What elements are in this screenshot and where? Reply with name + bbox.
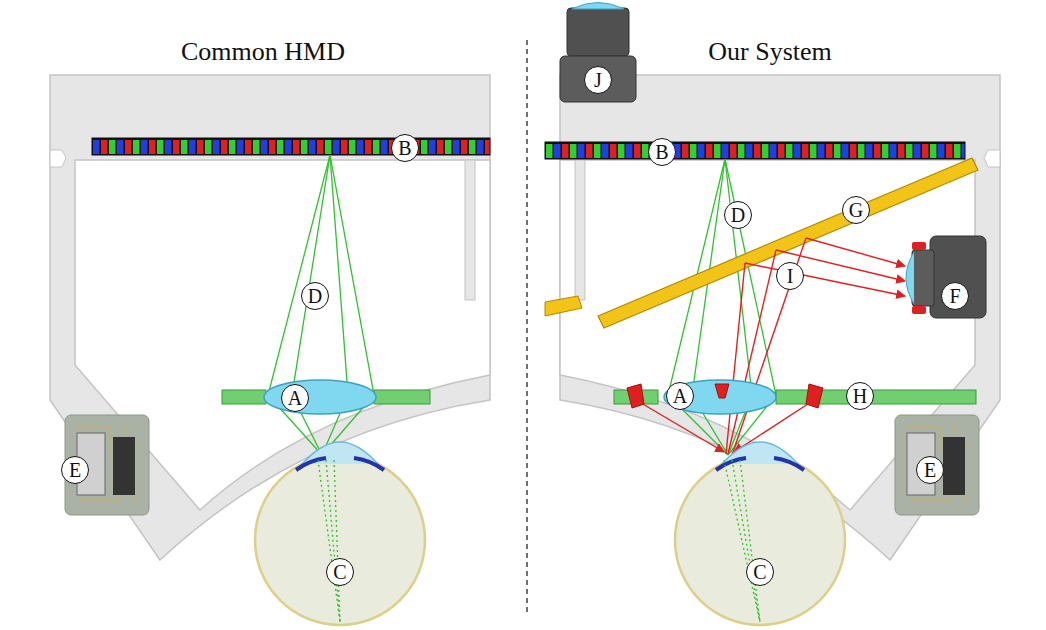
callout-circle: E	[61, 456, 89, 484]
callout-letter: B	[398, 138, 411, 158]
callout-circle: E	[916, 456, 944, 484]
eye	[255, 442, 425, 625]
callout-letter: A	[673, 386, 687, 406]
callout-circle: C	[746, 558, 774, 586]
eye-tracking-camera	[906, 236, 986, 318]
ir-led	[806, 384, 823, 408]
panel-title: Common HMD	[181, 38, 345, 67]
display-panel	[545, 142, 965, 159]
retina-rays	[318, 460, 340, 622]
callout-circle: D	[724, 201, 752, 229]
lens-mount	[374, 390, 430, 404]
eye	[675, 442, 845, 625]
callout-letter: H	[853, 386, 867, 406]
ir-led	[627, 384, 644, 408]
callout-circle: D	[301, 282, 329, 310]
callout-letter: D	[731, 205, 745, 225]
hot-mirror	[598, 158, 978, 328]
callout-letter: E	[69, 460, 81, 480]
callout-circle: H	[846, 382, 874, 410]
callout-letter: E	[924, 460, 936, 480]
callout-circle: A	[281, 384, 309, 412]
retina-rays	[724, 460, 760, 622]
callout-letter: D	[308, 286, 322, 306]
electronics-module	[65, 415, 149, 515]
panel-title: Our System	[708, 38, 832, 67]
lens	[664, 380, 776, 414]
callout-circle: B	[648, 138, 676, 166]
callout-letter: G	[849, 200, 863, 220]
callout-circle: B	[391, 134, 419, 162]
mirror-edge	[545, 296, 582, 316]
lens	[264, 380, 376, 414]
electronics-module	[895, 415, 979, 515]
ir-led	[715, 384, 729, 398]
callout-circle: I	[776, 262, 804, 290]
housing	[50, 75, 490, 560]
callout-letter: F	[949, 286, 960, 306]
callout-circle: G	[842, 196, 870, 224]
callout-letter: A	[288, 388, 302, 408]
callout-circle: C	[326, 558, 354, 586]
callout-circle: F	[941, 282, 969, 310]
callout-letter: C	[333, 562, 346, 582]
display-panel	[92, 138, 490, 155]
callout-letter: I	[787, 266, 794, 286]
divider	[526, 40, 527, 612]
callout-letter: C	[753, 562, 766, 582]
callout-circle: A	[666, 382, 694, 410]
callout-letter: J	[594, 70, 602, 90]
scene-camera	[560, 3, 636, 103]
callout-circle: J	[584, 66, 612, 94]
ir-rays	[636, 238, 905, 455]
callout-letter: B	[655, 142, 668, 162]
lens-mount	[222, 390, 266, 404]
